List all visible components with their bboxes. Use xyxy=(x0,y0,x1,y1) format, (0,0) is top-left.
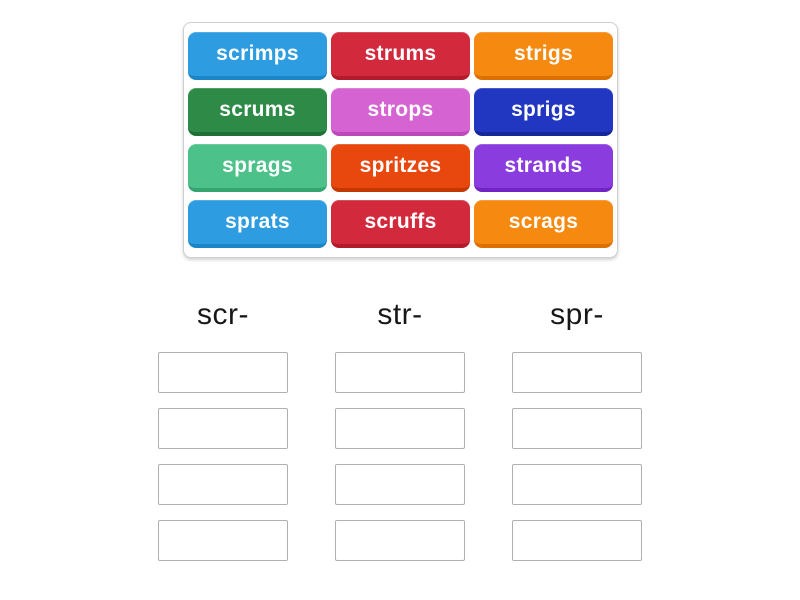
word-tile[interactable]: scrimps xyxy=(188,32,327,80)
drop-slot[interactable] xyxy=(158,520,288,561)
word-tile[interactable]: strops xyxy=(331,88,470,136)
word-bank-grid: scrimps strums strigs scrums strops spri… xyxy=(188,32,613,248)
word-tile[interactable]: spritzes xyxy=(331,144,470,192)
drop-slot[interactable] xyxy=(335,352,465,393)
drop-slot[interactable] xyxy=(512,408,642,449)
word-tile-label: scruffs xyxy=(364,210,437,233)
drop-slot[interactable] xyxy=(335,408,465,449)
word-tile[interactable]: scrags xyxy=(474,200,613,248)
word-tile[interactable]: strums xyxy=(331,32,470,80)
word-tile-label: sprats xyxy=(225,210,290,233)
drop-slot[interactable] xyxy=(335,520,465,561)
drop-slot[interactable] xyxy=(158,408,288,449)
word-tile[interactable]: scruffs xyxy=(331,200,470,248)
word-tile[interactable]: scrums xyxy=(188,88,327,136)
drop-slot[interactable] xyxy=(335,464,465,505)
group-header: spr- xyxy=(550,298,604,331)
word-tile-label: strigs xyxy=(514,42,573,65)
word-tile[interactable]: sprigs xyxy=(474,88,613,136)
drop-slot[interactable] xyxy=(512,520,642,561)
word-tile-label: scrimps xyxy=(216,42,299,65)
group-slots xyxy=(512,352,642,561)
word-tile-label: strands xyxy=(504,154,583,177)
word-tile-label: spritzes xyxy=(359,154,442,177)
group-column-str: str- xyxy=(335,296,465,561)
group-header: scr- xyxy=(197,298,249,331)
word-tile[interactable]: sprags xyxy=(188,144,327,192)
group-header: str- xyxy=(377,298,423,331)
group-column-spr: spr- xyxy=(512,296,642,561)
word-tile-label: sprigs xyxy=(511,98,576,121)
word-tile[interactable]: strands xyxy=(474,144,613,192)
word-tile-label: strops xyxy=(367,98,434,121)
drop-slot[interactable] xyxy=(512,352,642,393)
word-tile-label: strums xyxy=(364,42,437,65)
word-tile-label: scrags xyxy=(508,210,579,233)
word-bank-panel: scrimps strums strigs scrums strops spri… xyxy=(183,22,618,258)
word-tile-label: scrums xyxy=(219,98,296,121)
group-slots xyxy=(335,352,465,561)
drop-slot[interactable] xyxy=(158,352,288,393)
word-tile[interactable]: sprats xyxy=(188,200,327,248)
group-column-scr: scr- xyxy=(158,296,288,561)
drop-slot[interactable] xyxy=(158,464,288,505)
group-slots xyxy=(158,352,288,561)
word-tile[interactable]: strigs xyxy=(474,32,613,80)
word-tile-label: sprags xyxy=(222,154,293,177)
drop-slot[interactable] xyxy=(512,464,642,505)
